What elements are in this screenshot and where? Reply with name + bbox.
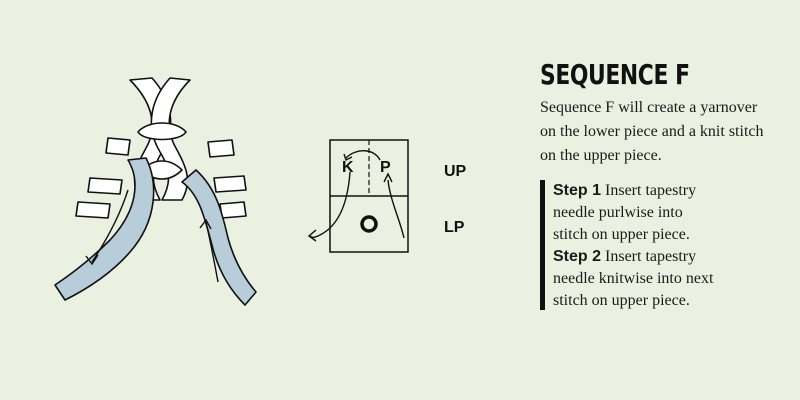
step-text: Insert tapestry — [605, 248, 697, 265]
sequence-description: Sequence F will create a yarnover on the… — [540, 96, 800, 168]
step-text: stitch on upper piece. — [553, 292, 690, 309]
step-text: needle purlwise into — [553, 204, 683, 221]
yarn-path-arrow — [387, 179, 405, 239]
step-text: stitch on upper piece. — [553, 226, 690, 243]
description-line: on the lower piece and a knit stitch — [540, 123, 764, 140]
step-line: Step 1 Insert tapestry — [553, 180, 780, 202]
grafting-chart: K P UP LP — [307, 139, 467, 253]
lower-piece-label: LP — [444, 219, 465, 236]
step-text: needle knitwise into next — [553, 270, 714, 287]
step-label: Step 1 — [553, 182, 602, 199]
description-line: Sequence F will create a yarnover — [540, 99, 758, 116]
description-line: on the upper piece. — [540, 147, 662, 164]
yarn-path-arrow — [345, 150, 381, 161]
yarn-path-arrow — [309, 171, 351, 239]
purl-symbol: P — [380, 159, 391, 176]
knit-symbol: K — [342, 159, 354, 176]
stitch-illustration — [54, 77, 257, 306]
upper-piece-label: UP — [444, 163, 467, 180]
step-line: Step 2 Insert tapestry — [553, 246, 780, 268]
step-label: Step 2 — [553, 248, 602, 265]
yarnover-symbol — [360, 215, 378, 233]
step-text: Insert tapestry — [605, 182, 697, 199]
steps-block: Step 1 Insert tapestry needle purlwise i… — [540, 180, 780, 310]
sequence-title: SEQUENCE F — [540, 58, 690, 91]
